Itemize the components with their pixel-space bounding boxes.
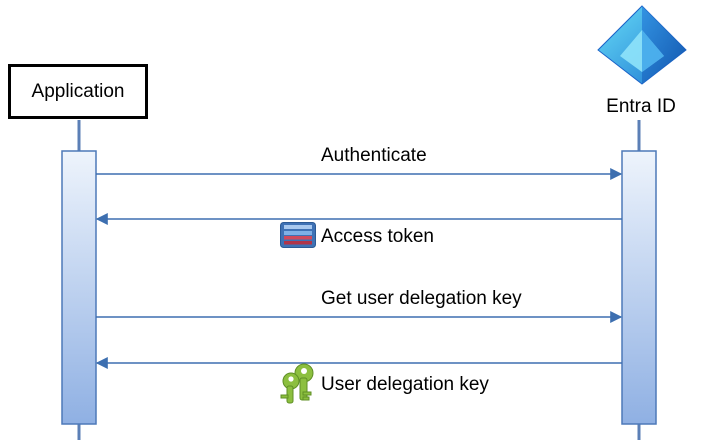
application-label: Application <box>31 80 125 102</box>
user-delegation-key-label: User delegation key <box>321 374 489 395</box>
application-activation-bar <box>61 150 97 425</box>
key-icon <box>280 363 314 404</box>
entra-activation-bar <box>621 150 657 425</box>
access-token-icon <box>280 222 316 248</box>
entra-id-logo-icon <box>597 5 687 85</box>
application-participant-box: Application <box>8 64 148 119</box>
entra-id-label: Entra ID <box>606 96 676 117</box>
access-token-label: Access token <box>321 226 434 247</box>
authenticate-label: Authenticate <box>321 145 427 166</box>
get-user-delegation-key-label: Get user delegation key <box>321 288 522 309</box>
